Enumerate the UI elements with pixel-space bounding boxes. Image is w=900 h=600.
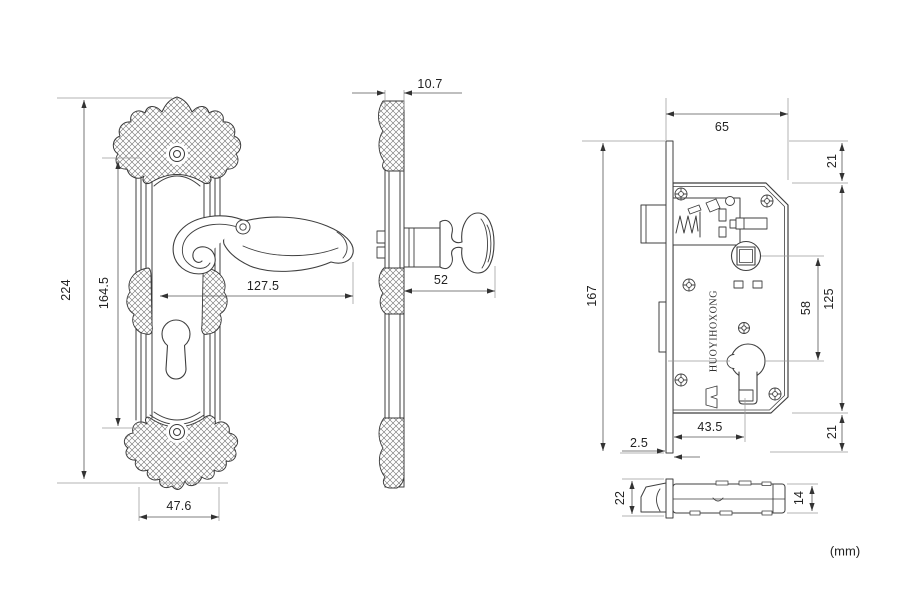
dim-label-handle-length: 127.5	[246, 279, 280, 293]
side-knob	[403, 212, 495, 274]
spindle-follower	[730, 240, 762, 272]
side-bottom-ornament	[378, 417, 405, 489]
lock-body-view	[640, 140, 789, 454]
dim-label-faceplate-height: 167	[585, 285, 599, 307]
units-note: (mm)	[829, 543, 861, 559]
mid-ornament-left	[126, 267, 153, 335]
front-view-plate	[112, 96, 354, 490]
dim-label-latch-faceplate-width: 22	[613, 490, 627, 506]
top-ornament	[112, 96, 242, 184]
faceplate	[665, 140, 674, 454]
dim-label-plate-width: 47.6	[166, 499, 192, 513]
dim-label-spindle-to-cylinder: 58	[799, 300, 813, 316]
brand-text: HUOYIHOXONG	[708, 289, 720, 373]
side-mid-ornament	[378, 267, 405, 315]
dim-label-overall-height: 224	[59, 279, 73, 301]
dim-label-top-margin: 21	[825, 153, 839, 169]
side-view	[376, 100, 495, 489]
dim-label-latch-case-thickness: 14	[792, 490, 806, 506]
side-view-dimensions	[352, 90, 496, 298]
dim-label-centers-height: 164.5	[97, 276, 111, 310]
cylinder-hole	[726, 343, 766, 405]
latch-spring	[675, 215, 699, 234]
lock-body-dimensions	[582, 98, 848, 460]
dim-label-plate-thickness: 10.7	[417, 77, 443, 91]
dim-label-case-width: 65	[714, 120, 730, 134]
dim-label-case-height: 125	[822, 288, 836, 310]
lever-handle	[172, 215, 354, 275]
dim-label-backset: 43.5	[697, 420, 723, 434]
keyhole	[161, 319, 191, 380]
mid-ornament-right	[201, 267, 228, 335]
latch-top-view-dimensions	[622, 478, 818, 517]
side-top-ornament	[378, 100, 405, 172]
dim-label-handle-projection: 52	[433, 273, 449, 287]
bottom-ornament	[123, 415, 239, 490]
dim-label-faceplate-thickness: 2.5	[630, 436, 648, 450]
screws	[674, 187, 782, 401]
latch-top-view	[640, 478, 786, 519]
dim-label-bottom-margin: 21	[825, 424, 839, 440]
front-view-dimensions	[57, 97, 354, 521]
